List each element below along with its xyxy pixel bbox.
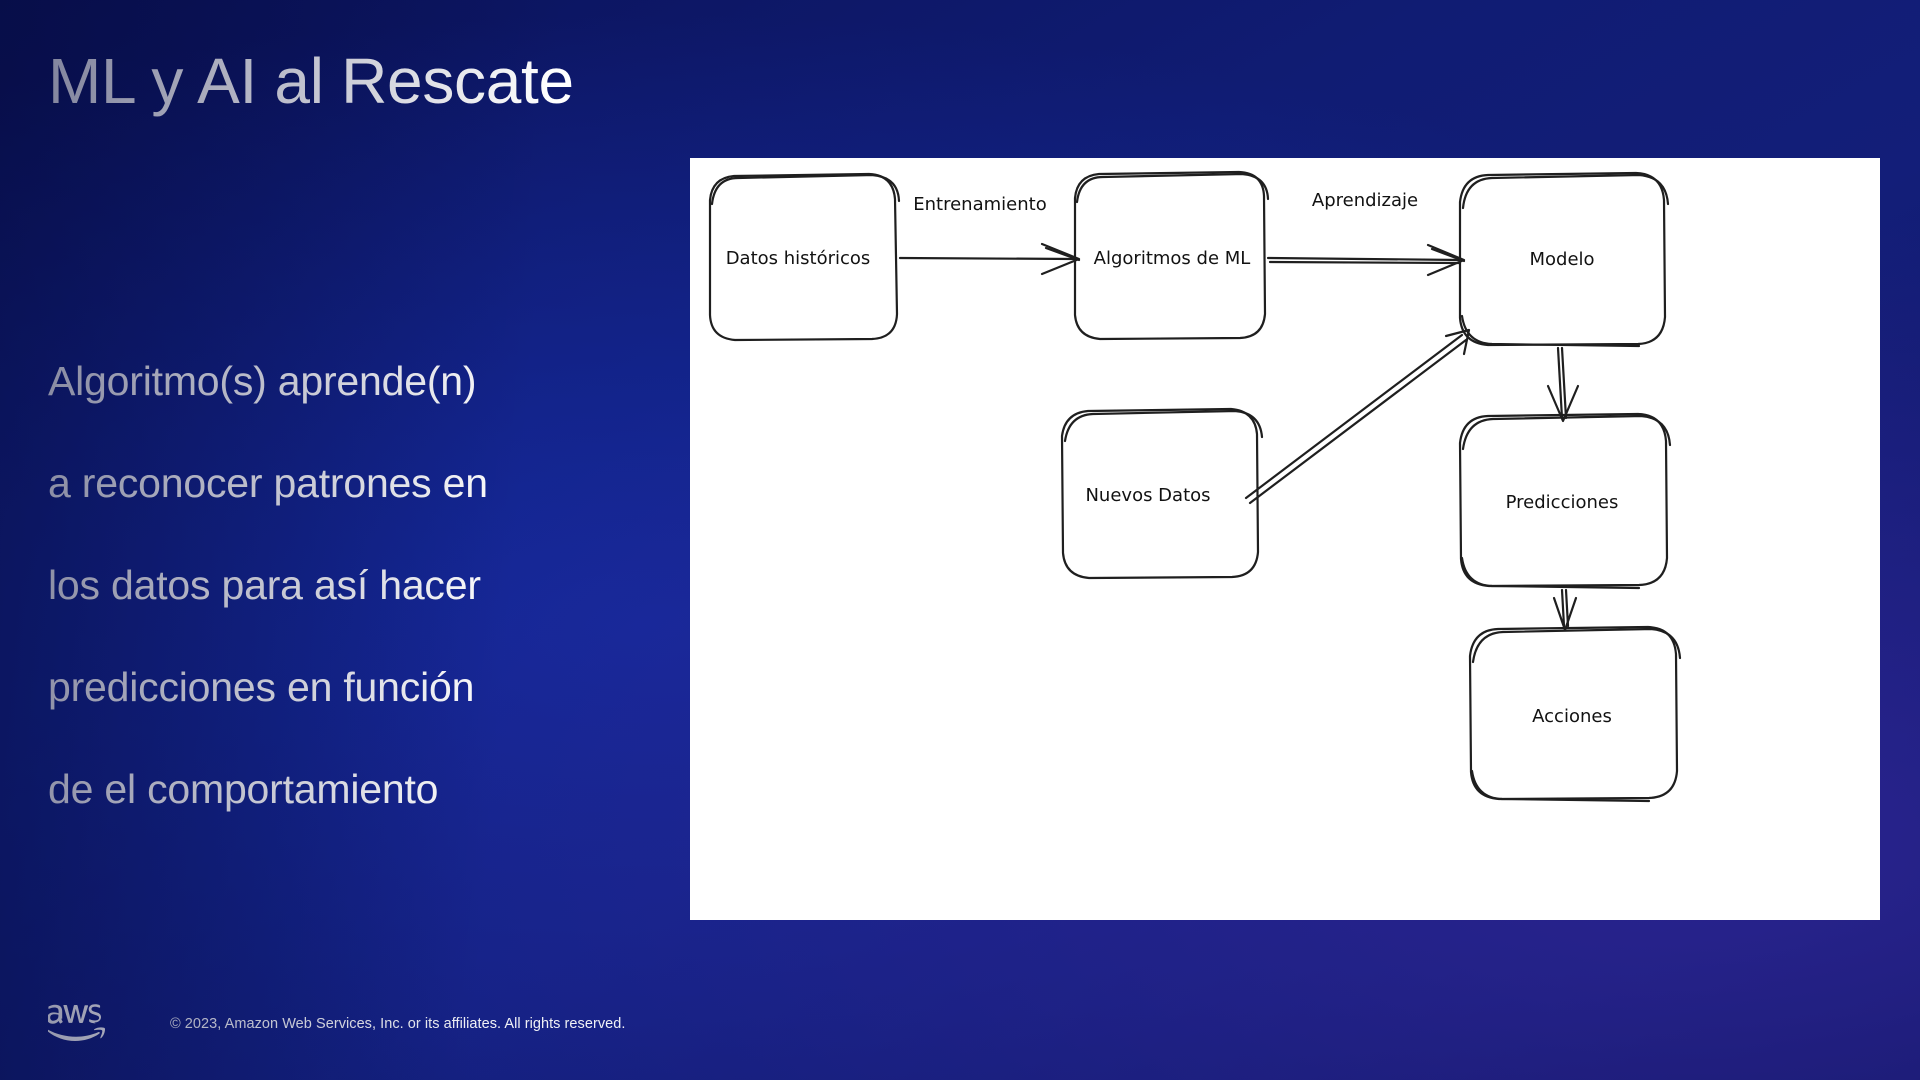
body-line: los datos para así hacer	[48, 562, 481, 608]
body-line: Algoritmo(s) aprende(n)	[48, 358, 477, 404]
node-label-nuevos-datos: Nuevos Datos	[1085, 485, 1210, 506]
page-title: ML y AI al Rescate	[48, 45, 574, 117]
arrow-entrenamiento	[898, 242, 1081, 276]
node-algoritmos-de-ml	[1073, 170, 1270, 341]
node-datos-historicos	[708, 172, 901, 342]
node-label-datos-historicos: Datos históricos	[726, 248, 871, 269]
node-acciones	[1468, 625, 1682, 803]
edge-label-entrenamiento: Entrenamiento	[913, 194, 1046, 215]
arrow-modelo-to-predicciones	[1546, 346, 1580, 423]
node-label-predicciones: Predicciones	[1506, 492, 1619, 513]
arrow-predicciones-to-acciones	[1552, 588, 1578, 632]
aws-logo	[45, 1002, 114, 1048]
node-label-algoritmos-de-ml: Algoritmos de ML	[1094, 248, 1251, 269]
node-label-modelo: Modelo	[1529, 249, 1594, 270]
body-line: predicciones en función	[48, 664, 475, 710]
body-line: de el comportamiento	[48, 766, 439, 812]
node-label-acciones: Acciones	[1532, 706, 1612, 727]
node-modelo	[1458, 171, 1670, 348]
arrow-aprendizaje	[1266, 243, 1466, 277]
copyright-text: © 2023, Amazon Web Services, Inc. or its…	[170, 1016, 626, 1032]
body-text-block: Algoritmo(s) aprende(n) a reconocer patr…	[48, 330, 688, 840]
ml-workflow-diagram: Datos históricos Algoritmos de ML Modelo…	[690, 158, 1880, 920]
edge-label-aprendizaje: Aprendizaje	[1312, 190, 1418, 211]
arrow-nuevos-datos-to-modelo	[1244, 328, 1471, 505]
node-nuevos-datos	[1060, 407, 1264, 580]
body-line: a reconocer patrones en	[48, 460, 488, 506]
